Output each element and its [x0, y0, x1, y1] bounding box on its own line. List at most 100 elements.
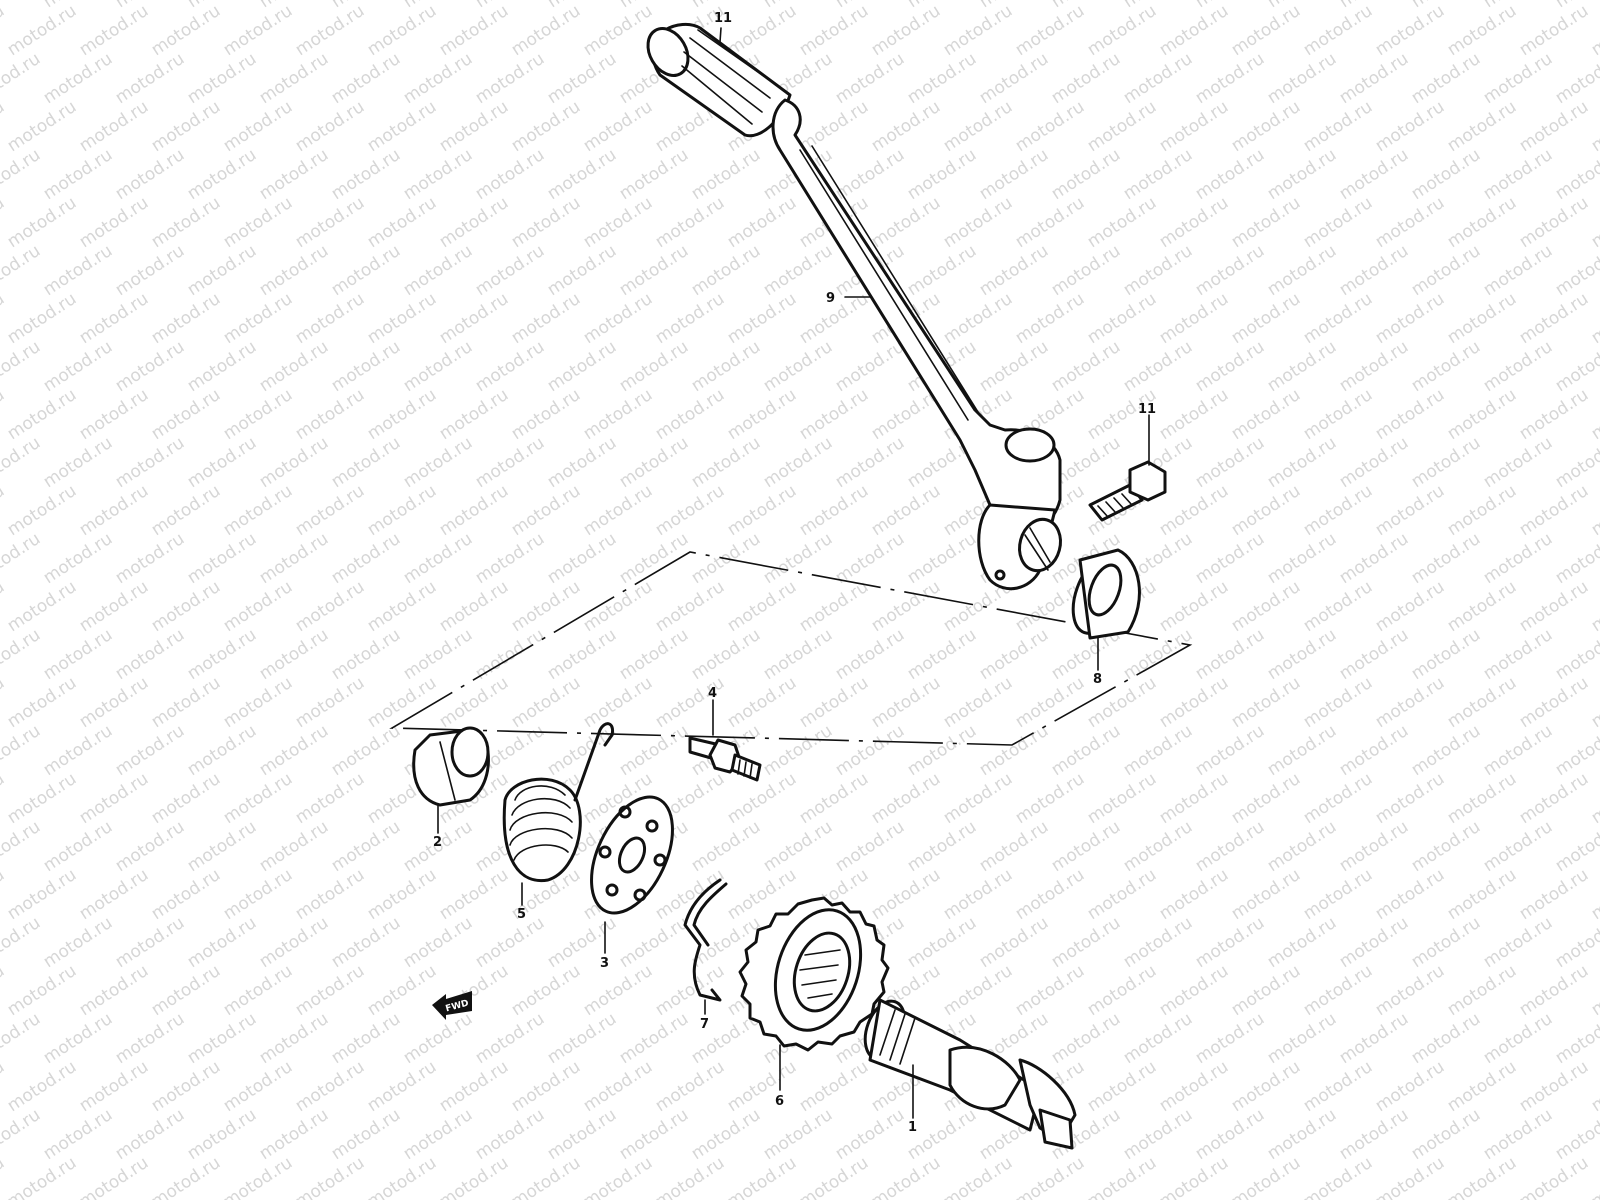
watermark-text: motod.ru: [976, 913, 1052, 972]
watermark-text: motod.ru: [1048, 145, 1124, 204]
watermark-text: motod.ru: [4, 673, 80, 732]
watermark-text: motod.ru: [1300, 865, 1376, 924]
watermark-text: motod.ru: [688, 625, 764, 684]
watermark-text: motod.ru: [112, 241, 188, 300]
watermark-text: motod.ru: [760, 337, 836, 396]
watermark-text: motod.ru: [1156, 865, 1232, 924]
watermark-text: motod.ru: [472, 529, 548, 588]
watermark-text: motod.ru: [184, 817, 260, 876]
watermark-text: motod.ru: [1228, 1, 1304, 60]
watermark-text: motod.ru: [1156, 961, 1232, 1020]
watermark-text: motod.ru: [76, 289, 152, 348]
watermark-text: motod.ru: [1516, 769, 1592, 828]
watermark-text: motod.ru: [292, 1, 368, 60]
watermark-text: motod.ru: [1156, 1153, 1232, 1200]
watermark-text: motod.ru: [1156, 193, 1232, 252]
watermark-text: motod.ru: [1408, 529, 1484, 588]
watermark-text: motod.ru: [976, 241, 1052, 300]
watermark-text: motod.ru: [220, 1, 296, 60]
watermark-text: motod.ru: [868, 193, 944, 252]
watermark-text: motod.ru: [148, 1153, 224, 1200]
watermark-text: motod.ru: [1300, 97, 1376, 156]
watermark-text: motod.ru: [1408, 817, 1484, 876]
watermark-text: motod.ru: [1444, 865, 1520, 924]
watermark-text: motod.ru: [580, 193, 656, 252]
watermark-text: motod.ru: [148, 289, 224, 348]
watermark-text: motod.ru: [580, 97, 656, 156]
watermark-text: motod.ru: [760, 0, 836, 12]
watermark-text: motod.ru: [1516, 673, 1592, 732]
watermark-text: motod.ru: [796, 577, 872, 636]
watermark-text: motod.ru: [616, 241, 692, 300]
watermark-text: motod.ru: [1264, 625, 1340, 684]
watermark-text: motod.ru: [1264, 433, 1340, 492]
watermark-text: motod.ru: [400, 1105, 476, 1164]
watermark-text: motod.ru: [1012, 1153, 1088, 1200]
watermark-text: motod.ru: [292, 193, 368, 252]
watermark-text: motod.ru: [1516, 1153, 1592, 1200]
watermark-text: motod.ru: [400, 529, 476, 588]
watermark-text: motod.ru: [400, 625, 476, 684]
watermark-text: motod.ru: [1516, 961, 1592, 1020]
watermark-text: motod.ru: [760, 625, 836, 684]
watermark-text: motod.ru: [1084, 193, 1160, 252]
watermark-text: motod.ru: [904, 241, 980, 300]
watermark-text: motod.ru: [1480, 625, 1556, 684]
watermark-text: motod.ru: [328, 817, 404, 876]
watermark-text: motod.ru: [1264, 1105, 1340, 1164]
watermark-text: motod.ru: [0, 1009, 44, 1068]
watermark-text: motod.ru: [292, 481, 368, 540]
watermark-text: motod.ru: [436, 1153, 512, 1200]
watermark-text: motod.ru: [328, 433, 404, 492]
watermark-text: motod.ru: [0, 577, 8, 636]
watermark-text: motod.ru: [400, 913, 476, 972]
watermark-text: motod.ru: [1444, 577, 1520, 636]
watermark-text: motod.ru: [760, 433, 836, 492]
watermark-text: motod.ru: [328, 625, 404, 684]
watermark-text: motod.ru: [1516, 289, 1592, 348]
watermark-text: motod.ru: [328, 1105, 404, 1164]
watermark-text: motod.ru: [868, 1, 944, 60]
watermark-text: motod.ru: [1228, 961, 1304, 1020]
watermark-text: motod.ru: [472, 625, 548, 684]
watermark-text: motod.ru: [904, 817, 980, 876]
watermark-text: motod.ru: [1408, 913, 1484, 972]
watermark-text: motod.ru: [364, 673, 440, 732]
watermark-text: motod.ru: [1300, 1, 1376, 60]
watermark-text: motod.ru: [1012, 961, 1088, 1020]
watermark-text: motod.ru: [616, 337, 692, 396]
watermark-text: motod.ru: [220, 1057, 296, 1116]
watermark-text: motod.ru: [220, 577, 296, 636]
watermark-text: motod.ru: [4, 865, 80, 924]
watermark-text: motod.ru: [1192, 0, 1268, 12]
watermark-text: motod.ru: [436, 1, 512, 60]
watermark-text: motod.ru: [1480, 145, 1556, 204]
part-11-clamp-bolt: [1088, 460, 1167, 522]
leader-10: [719, 27, 722, 43]
watermark-text: motod.ru: [940, 673, 1016, 732]
part-9-kick-lever: [771, 98, 1062, 591]
watermark-text: motod.ru: [0, 961, 8, 1020]
watermark-text: motod.ru: [0, 769, 8, 828]
watermark-text: motod.ru: [40, 721, 116, 780]
watermark-text: motod.ru: [328, 241, 404, 300]
watermark-text: motod.ru: [976, 817, 1052, 876]
watermark-text: motod.ru: [40, 817, 116, 876]
watermark-text: motod.ru: [220, 289, 296, 348]
watermark-text: motod.ru: [148, 1057, 224, 1116]
watermark-text: motod.ru: [76, 961, 152, 1020]
watermark-text: motod.ru: [112, 433, 188, 492]
watermark-text: motod.ru: [184, 913, 260, 972]
watermark-text: motod.ru: [4, 961, 80, 1020]
watermark-text: motod.ru: [1372, 577, 1448, 636]
watermark-text: motod.ru: [940, 193, 1016, 252]
part-8-oil-seal: [1071, 548, 1141, 640]
watermark-text: motod.ru: [1588, 481, 1600, 540]
watermark-text: motod.ru: [292, 769, 368, 828]
watermark-text: motod.ru: [364, 577, 440, 636]
watermark-text: motod.ru: [76, 673, 152, 732]
watermark-text: motod.ru: [112, 0, 188, 12]
watermark-text: motod.ru: [1588, 961, 1600, 1020]
watermark-text: motod.ru: [4, 1057, 80, 1116]
watermark-text: motod.ru: [976, 0, 1052, 12]
